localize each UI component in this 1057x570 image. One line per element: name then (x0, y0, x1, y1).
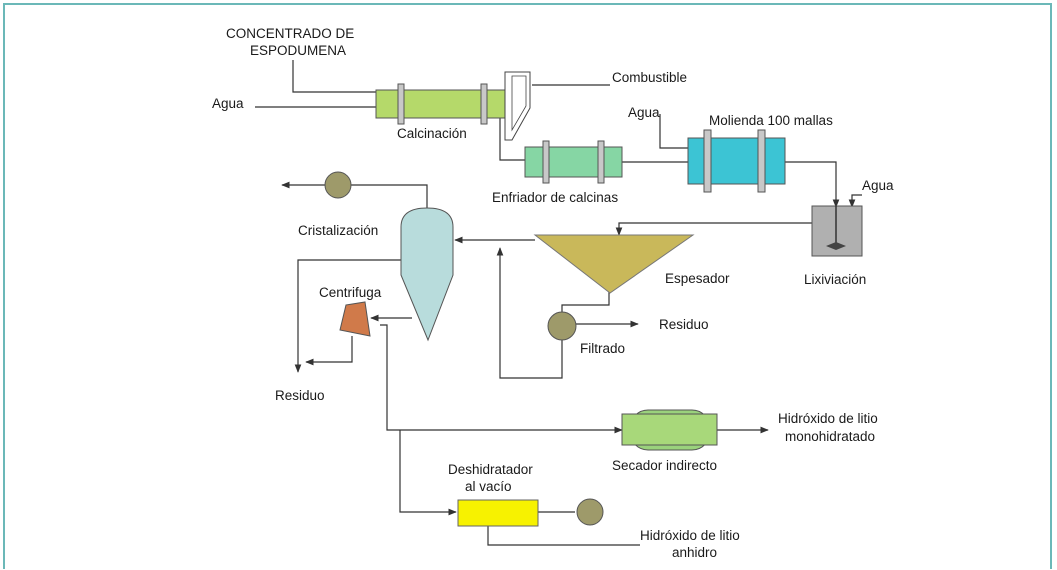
residuo-label-1: Residuo (275, 388, 325, 403)
hidroxido-anh-label-line1: Hidróxido de litio (640, 528, 740, 543)
vacuum-dehydrator (457, 499, 539, 527)
combustible-label: Combustible (612, 70, 687, 85)
molienda-label: Molienda 100 mallas (709, 113, 833, 128)
anhydrous-product-line (487, 526, 640, 546)
agua-tank-line (848, 194, 862, 208)
agua-label-3: Agua (862, 178, 894, 193)
filtrado-label: Filtrado (580, 341, 625, 356)
thickener-to-filter-line (561, 292, 610, 312)
calcine-cooler (524, 140, 623, 184)
thickener (533, 234, 695, 294)
centrifuge (339, 301, 371, 337)
mill (687, 129, 786, 193)
feed-label-line2: ESPODUMENA (250, 43, 346, 58)
deshidratador-label-line1: Deshidratador (448, 462, 533, 477)
kiln-to-cooler-line (499, 110, 525, 161)
to-dryer-line (380, 324, 623, 434)
leaching-tank (811, 205, 863, 257)
centrifuge-residue-line (305, 336, 353, 366)
feed-line (292, 60, 376, 93)
filter-pump (547, 311, 577, 341)
indirect-dryer (621, 409, 718, 451)
residuo-label-2: Residuo (659, 317, 709, 332)
feed-label-line1: CONCENTRADO DE (226, 26, 354, 41)
cristalizacion-label: Cristalización (298, 223, 378, 238)
crystallizer-to-pump-line (350, 184, 428, 208)
agua-label-2: Agua (628, 105, 660, 120)
tank-to-thickener-line (615, 222, 812, 236)
flow-lines (255, 60, 862, 546)
anhydrous-pump (576, 498, 604, 526)
crystallization-pump (324, 171, 352, 199)
figure-frame (3, 3, 1052, 569)
espesador-label: Espesador (665, 271, 730, 286)
mill-to-tank-line (785, 161, 840, 208)
filtrate-recycle-line (496, 247, 563, 379)
agua-label-1: Agua (212, 96, 244, 111)
deshidratador-label-line2: al vacío (465, 479, 512, 494)
calcination-kiln (375, 83, 513, 125)
crystallizer (400, 207, 454, 342)
to-vacuum-dryer-line (399, 430, 457, 516)
hidroxido-mono-label-line1: Hidróxido de litio (778, 411, 878, 426)
residuo-line (294, 259, 401, 373)
lixiviacion-label: Lixiviación (804, 272, 866, 287)
calcinacion-label: Calcinación (397, 126, 467, 141)
centrifuga-label: Centrifuga (319, 285, 382, 300)
agua-mill-line (659, 114, 688, 149)
secador-label: Secador indirecto (612, 458, 717, 473)
hidroxido-mono-label-line2: monohidratado (785, 429, 875, 444)
hidroxido-anh-label-line2: anhidro (672, 545, 717, 560)
enfriador-label: Enfriador de calcinas (492, 190, 618, 205)
kiln-hood (504, 71, 531, 141)
